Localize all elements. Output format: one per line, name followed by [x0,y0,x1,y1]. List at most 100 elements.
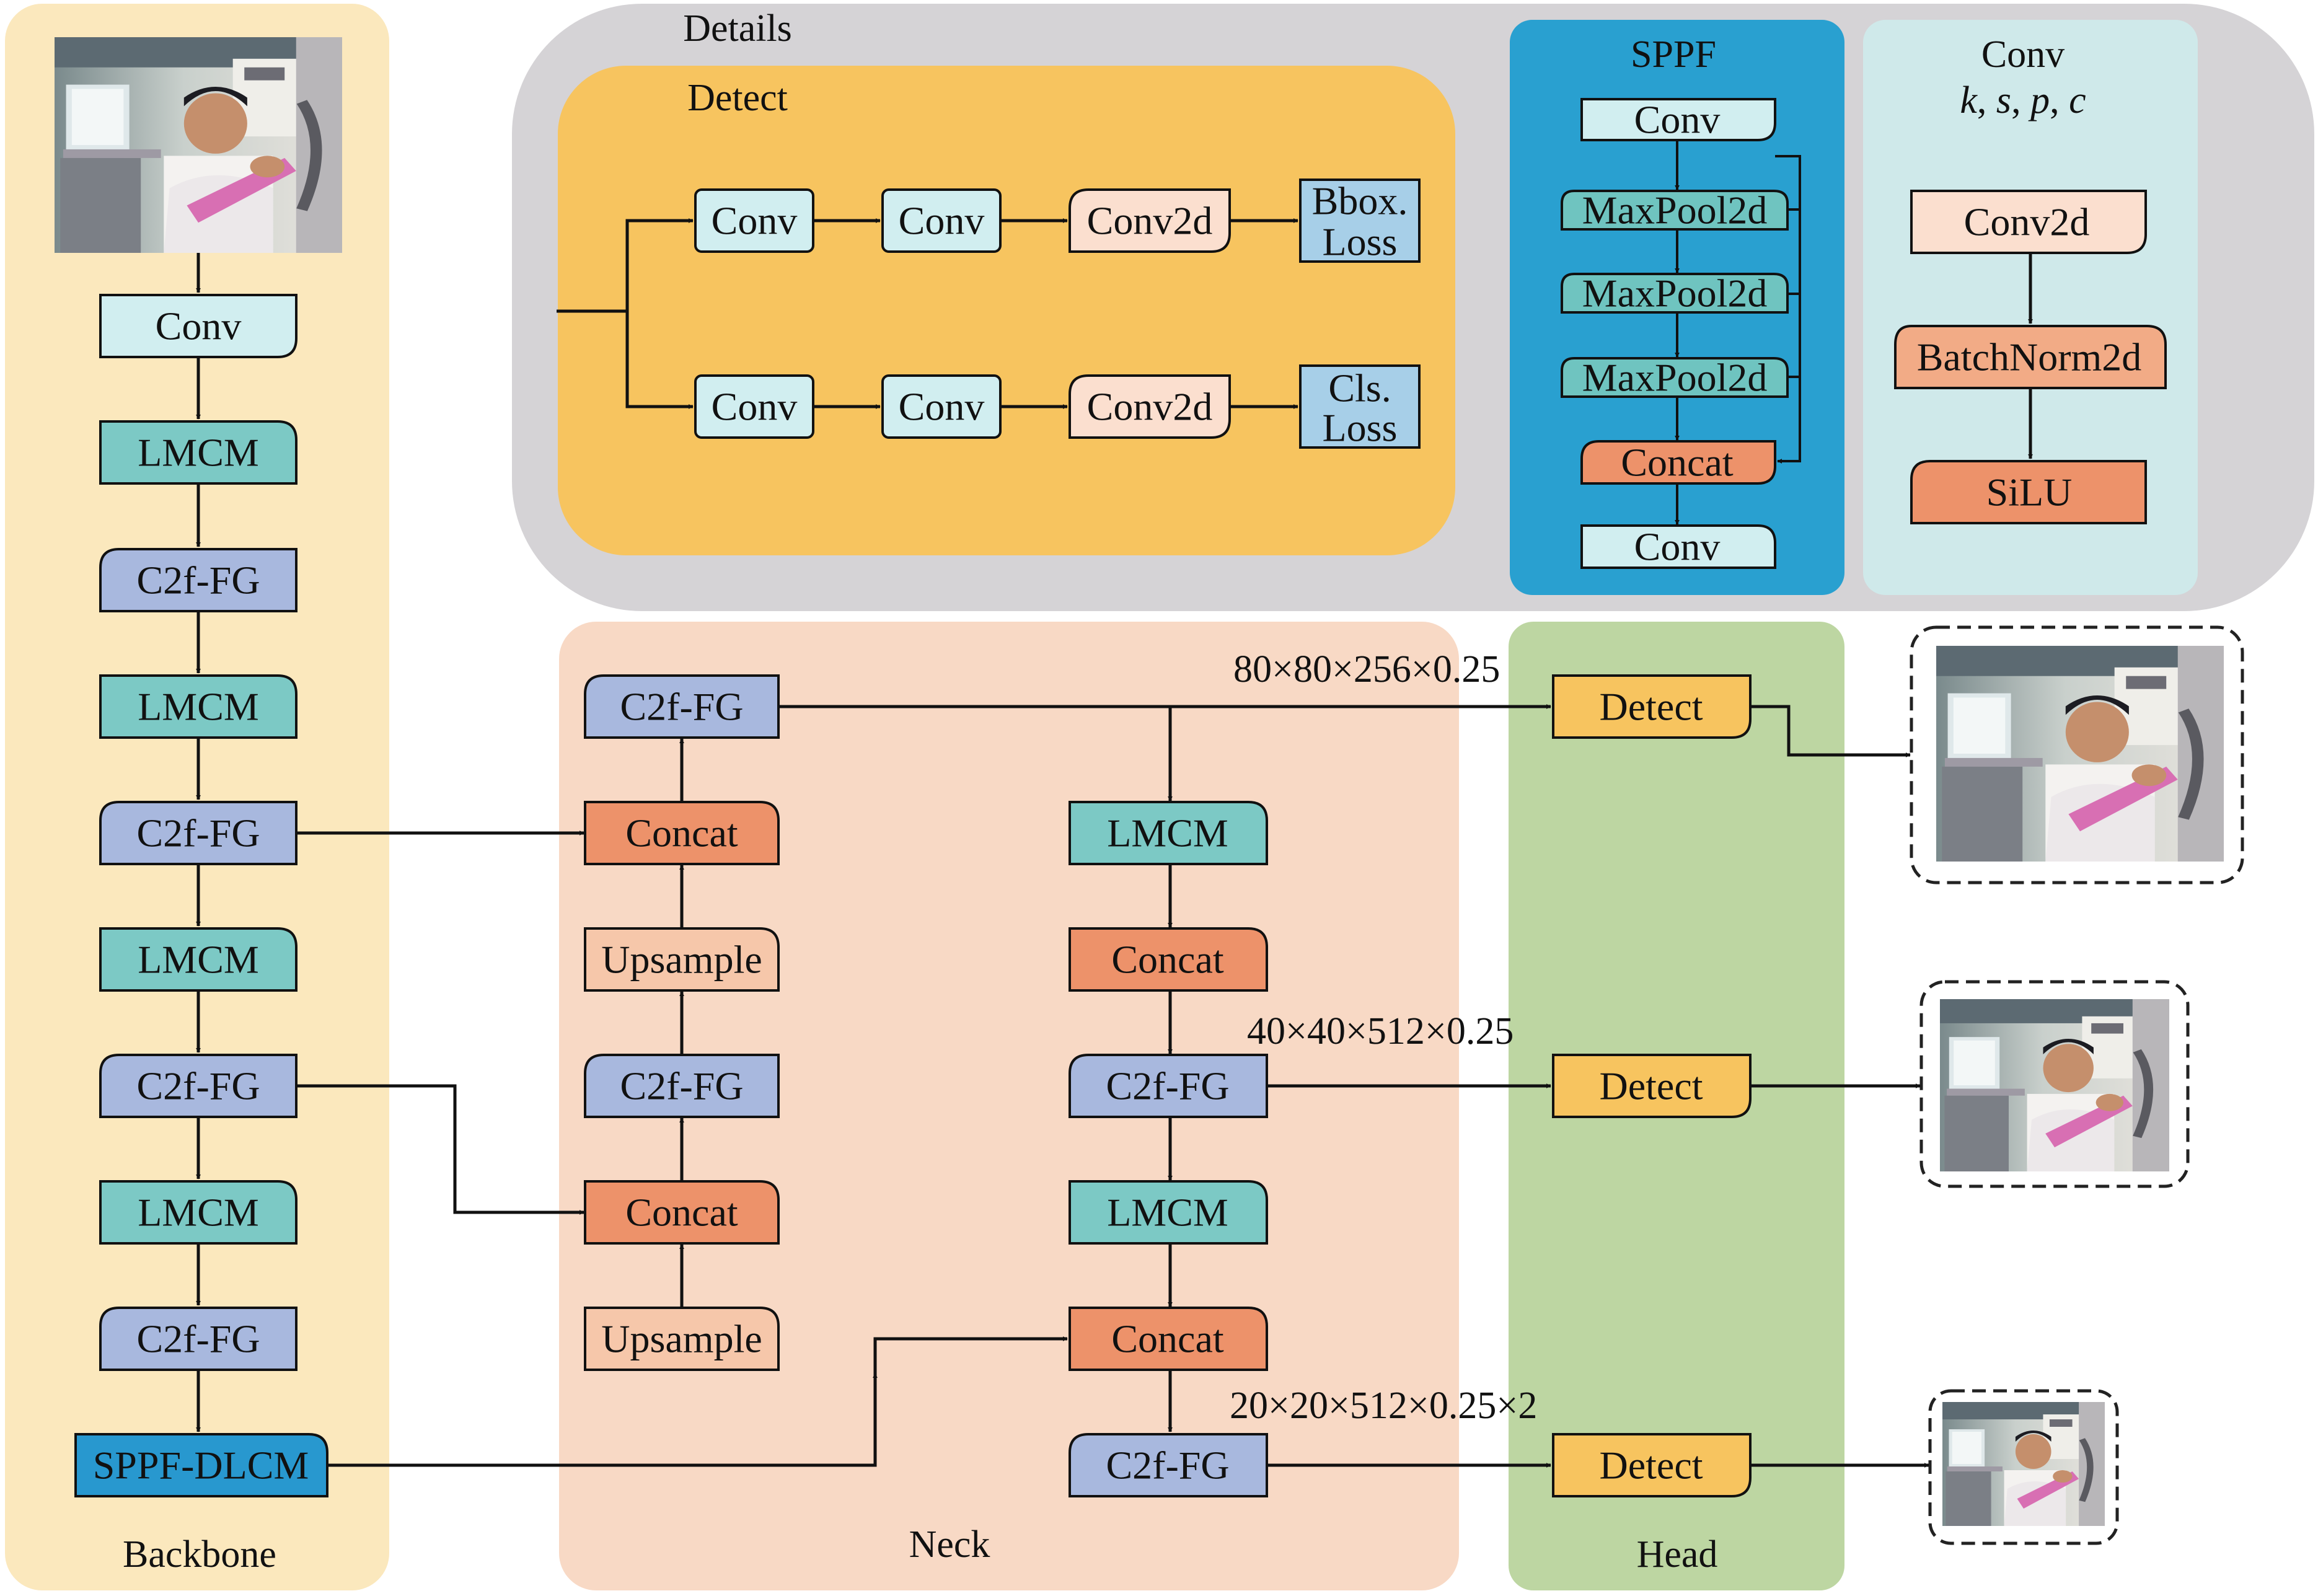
detect-detail-r1-label-3: Conv2d [1087,199,1213,243]
output-image-medium [1940,999,2169,1171]
bbox-loss-label-line1: Bbox. [1312,179,1408,223]
neck-c2f-block-top [584,674,780,739]
neck-concat-block-2 [584,1180,780,1245]
neck-left-label-5: Concat [625,1191,738,1235]
dimension-label-1: 80×80×256×0.25 [1233,648,1500,690]
detect-detail-conv-r2-2 [881,374,1002,439]
backbone-c2f-label-2: C2f-FG [136,811,260,855]
detect-detail-conv-r1-1 [694,188,814,253]
head-detect-block-1 [1552,674,1752,739]
sppf-detail-maxpool-3 [1561,357,1789,398]
detect-detail-conv2d-r2 [1069,374,1231,439]
sppf-detail-label-4: MaxPool2d [1582,356,1768,400]
detect-detail-bbox-loss [1299,179,1421,263]
cls-loss-label-line2: Loss [1323,406,1398,450]
output-image-large [1936,646,2224,862]
neck-left-label-1: C2f-FG [620,685,743,729]
neck-concat-block-1 [584,801,780,865]
sppf-detail-conv-1 [1580,98,1776,141]
sppf-detail-concat [1580,440,1776,485]
backbone-lmcm-label-3: LMCM [138,938,259,982]
neck-lmcm-block-2 [1069,1180,1268,1245]
backbone-label: Backbone [123,1533,276,1576]
output-frame-small [1928,1389,2119,1545]
neck-concat-block-3 [1069,927,1268,992]
head-detect-label-2: Detect [1600,1064,1703,1108]
backbone-lmcm-block-4 [99,1180,297,1245]
detect-detail-r1-label-2: Conv [899,199,985,243]
sppf-detail-label-1: Conv [1634,98,1721,142]
head-detect-label-1: Detect [1600,685,1703,729]
dimension-label-3: 20×20×512×0.25×2 [1230,1385,1537,1427]
backbone-c2f-block-2 [99,801,297,865]
neck-right-label-4: LMCM [1107,1191,1228,1235]
input-image [55,37,342,253]
head-detect-label-3: Detect [1600,1444,1703,1488]
backbone-lmcm-block-2 [99,674,297,739]
sppf-detail-label-6: Conv [1634,525,1721,569]
neck-c2f-block-mid [584,1054,780,1118]
neck-left-label-4: C2f-FG [620,1064,743,1108]
backbone-conv-label: Conv [156,304,242,348]
sppf-detail-conv-2 [1580,524,1776,569]
neck-left-label-6: Upsample [601,1317,762,1361]
connectors [196,140,2033,1468]
conv-param-k: k [1960,79,1978,121]
backbone-c2f-label-1: C2f-FG [136,558,260,602]
detect-detail-panel [558,66,1455,555]
neck-left-label-2: Concat [625,811,738,855]
cls-loss-label-line1: Cls. [1328,366,1391,410]
neck-upsample-block-1 [584,927,780,992]
conv-detail-silu [1910,460,2147,524]
backbone-conv-block [99,294,297,358]
conv-detail-batchnorm [1894,325,2167,389]
backbone-c2f-block-1 [99,548,297,612]
conv-detail-label-2: BatchNorm2d [1917,335,2142,379]
sppf-detail-maxpool-1 [1561,190,1789,231]
sppf-detail-label-2: MaxPool2d [1582,188,1768,232]
neck-c2f-block-right-2 [1069,1433,1268,1497]
backbone-c2f-block-3 [99,1054,297,1118]
output-frame-large [1910,625,2244,884]
output-frame-medium [1919,980,2190,1188]
backbone-sppf-dlcm-block [74,1433,328,1497]
bbox-loss-label-line2: Loss [1323,220,1398,264]
neck-right-label-1: LMCM [1107,811,1228,855]
conv-detail-title: Conv [1981,33,2065,76]
neck-left-label-3: Upsample [601,938,762,982]
detect-detail-title: Detect [687,77,788,119]
detect-detail-conv2d-r1 [1069,188,1231,253]
neck-right-label-6: C2f-FG [1106,1444,1229,1488]
neck-right-label-3: C2f-FG [1106,1064,1229,1108]
conv-param-s: s [1996,79,2011,121]
output-image-small [1942,1402,2105,1526]
conv-param-c: c [2069,79,2086,121]
detect-detail-conv-r1-2 [881,188,1002,253]
sppf-detail-maxpool-2 [1561,273,1789,314]
backbone-sppf-dlcm-label: SPPF-DLCM [93,1444,309,1488]
neck-upsample-block-2 [584,1307,780,1371]
detect-detail-r2-label-2: Conv [899,385,985,429]
detect-detail-cls-loss [1299,364,1421,449]
conv-detail-label-3: SiLU [1986,470,2073,514]
backbone-lmcm-block-1 [99,420,297,485]
detect-detail-r2-label-3: Conv2d [1087,385,1213,429]
detect-detail-conv-r2-1 [694,374,814,439]
backbone-lmcm-label-2: LMCM [138,685,259,729]
neck-right-label-5: Concat [1111,1317,1224,1361]
conv-detail-conv2d [1910,190,2147,254]
sppf-detail-title: SPPF [1631,33,1716,76]
backbone-lmcm-label-4: LMCM [138,1191,259,1235]
neck-concat-block-4 [1069,1307,1268,1371]
conv-detail-params: k, s, p, c [1960,79,2086,121]
detect-detail-r1-label-1: Conv [712,199,798,243]
backbone-c2f-label-4: C2f-FG [136,1317,260,1361]
backbone-c2f-block-4 [99,1307,297,1371]
conv-param-p: p [2028,79,2050,121]
sppf-detail-label-5: Concat [1621,441,1734,485]
sppf-detail-label-3: MaxPool2d [1582,271,1768,315]
neck-right-label-2: Concat [1111,938,1224,982]
neck-c2f-block-right-1 [1069,1054,1268,1118]
